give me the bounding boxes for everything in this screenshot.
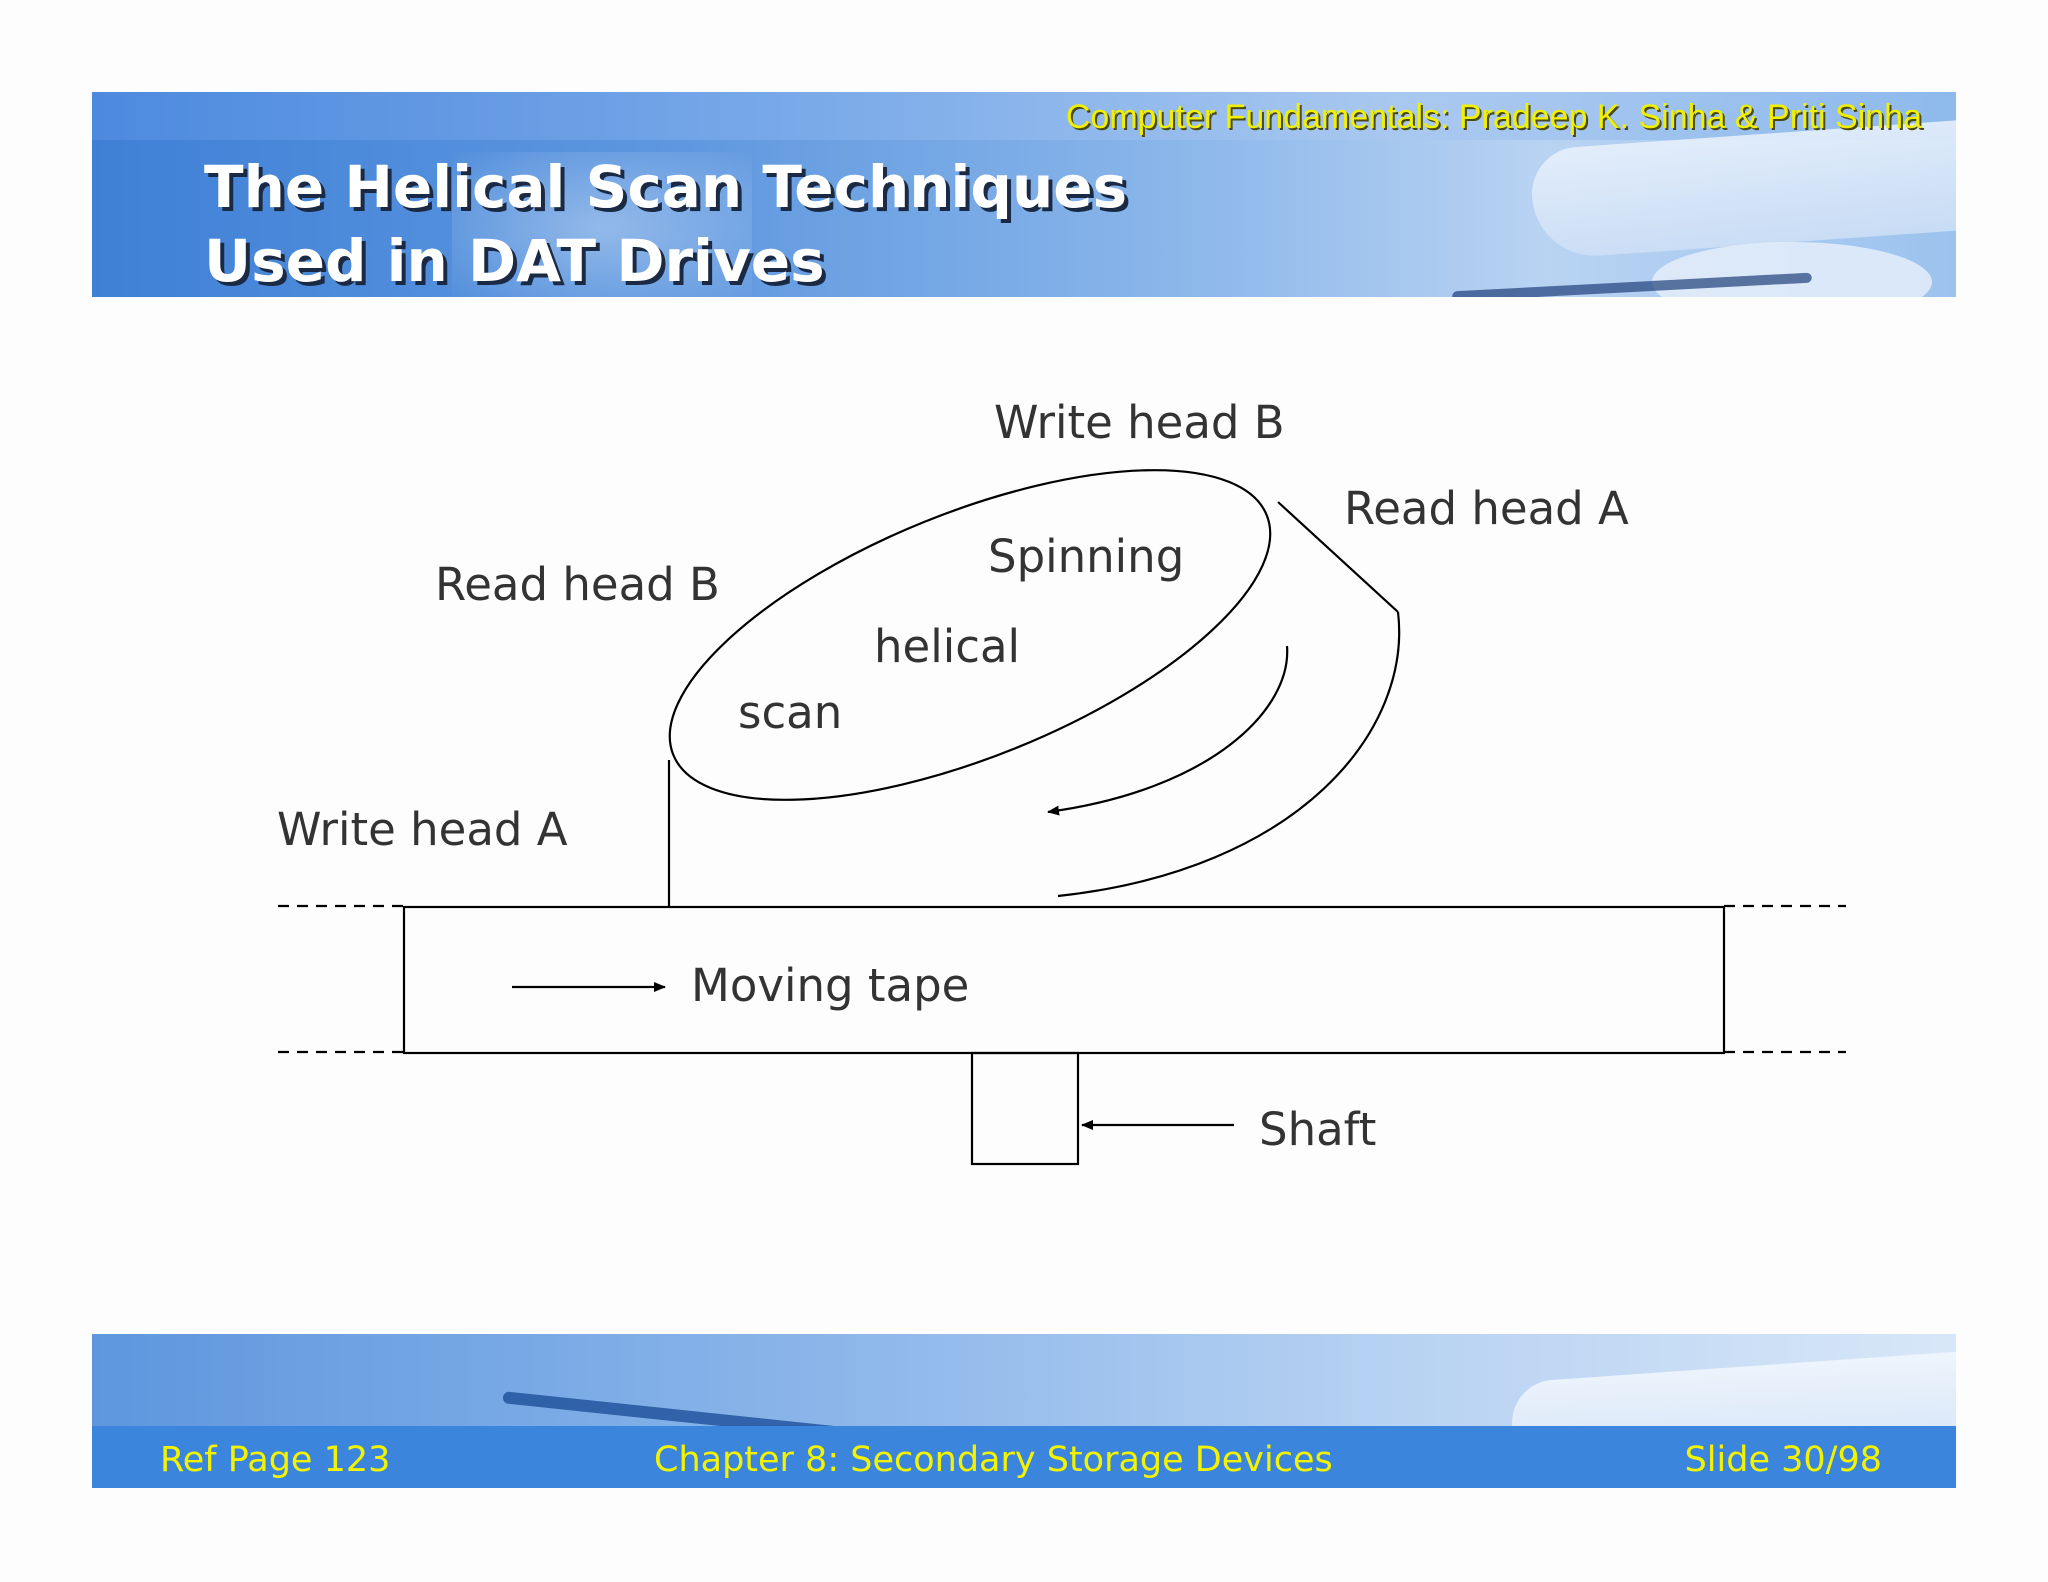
label-write-head-b: Write head B bbox=[994, 396, 1285, 449]
drum-right-edge bbox=[1277, 501, 1399, 613]
footer-banner: Ref Page 123 Chapter 8: Secondary Storag… bbox=[92, 1334, 1956, 1488]
header-band bbox=[92, 92, 1956, 140]
book-attribution: Computer Fundamentals: Pradeep K. Sinha … bbox=[1065, 98, 1922, 136]
label-moving-tape: Moving tape bbox=[691, 959, 969, 1012]
label-spinning: Spinning bbox=[988, 530, 1184, 583]
header-glow bbox=[452, 152, 752, 297]
label-write-head-a: Write head A bbox=[277, 803, 568, 856]
tape-body bbox=[402, 905, 1726, 1055]
label-helical: helical bbox=[874, 620, 1020, 673]
ref-page: Ref Page 123 bbox=[160, 1440, 391, 1480]
slide-number: Slide 30/98 bbox=[1684, 1440, 1882, 1480]
rotation-arrow bbox=[1047, 645, 1289, 816]
slide-title: The Helical Scan Techniques Used in DAT … bbox=[204, 150, 1127, 297]
chapter-title: Chapter 8: Secondary Storage Devices bbox=[654, 1440, 1333, 1480]
label-read-head-b: Read head B bbox=[435, 558, 720, 611]
title-line-2: Used in DAT Drives bbox=[204, 227, 825, 295]
label-scan: scan bbox=[738, 686, 842, 739]
label-read-head-a: Read head A bbox=[1344, 482, 1629, 535]
drum-bottom-arc bbox=[1057, 611, 1401, 898]
drum-top-ellipse bbox=[668, 469, 1272, 801]
shaft bbox=[970, 1051, 1080, 1166]
header-banner: Computer Fundamentals: Pradeep K. Sinha … bbox=[92, 92, 1956, 297]
title-line-1: The Helical Scan Techniques bbox=[204, 153, 1128, 221]
label-shaft: Shaft bbox=[1259, 1103, 1376, 1156]
footer-bar bbox=[92, 1426, 1956, 1488]
